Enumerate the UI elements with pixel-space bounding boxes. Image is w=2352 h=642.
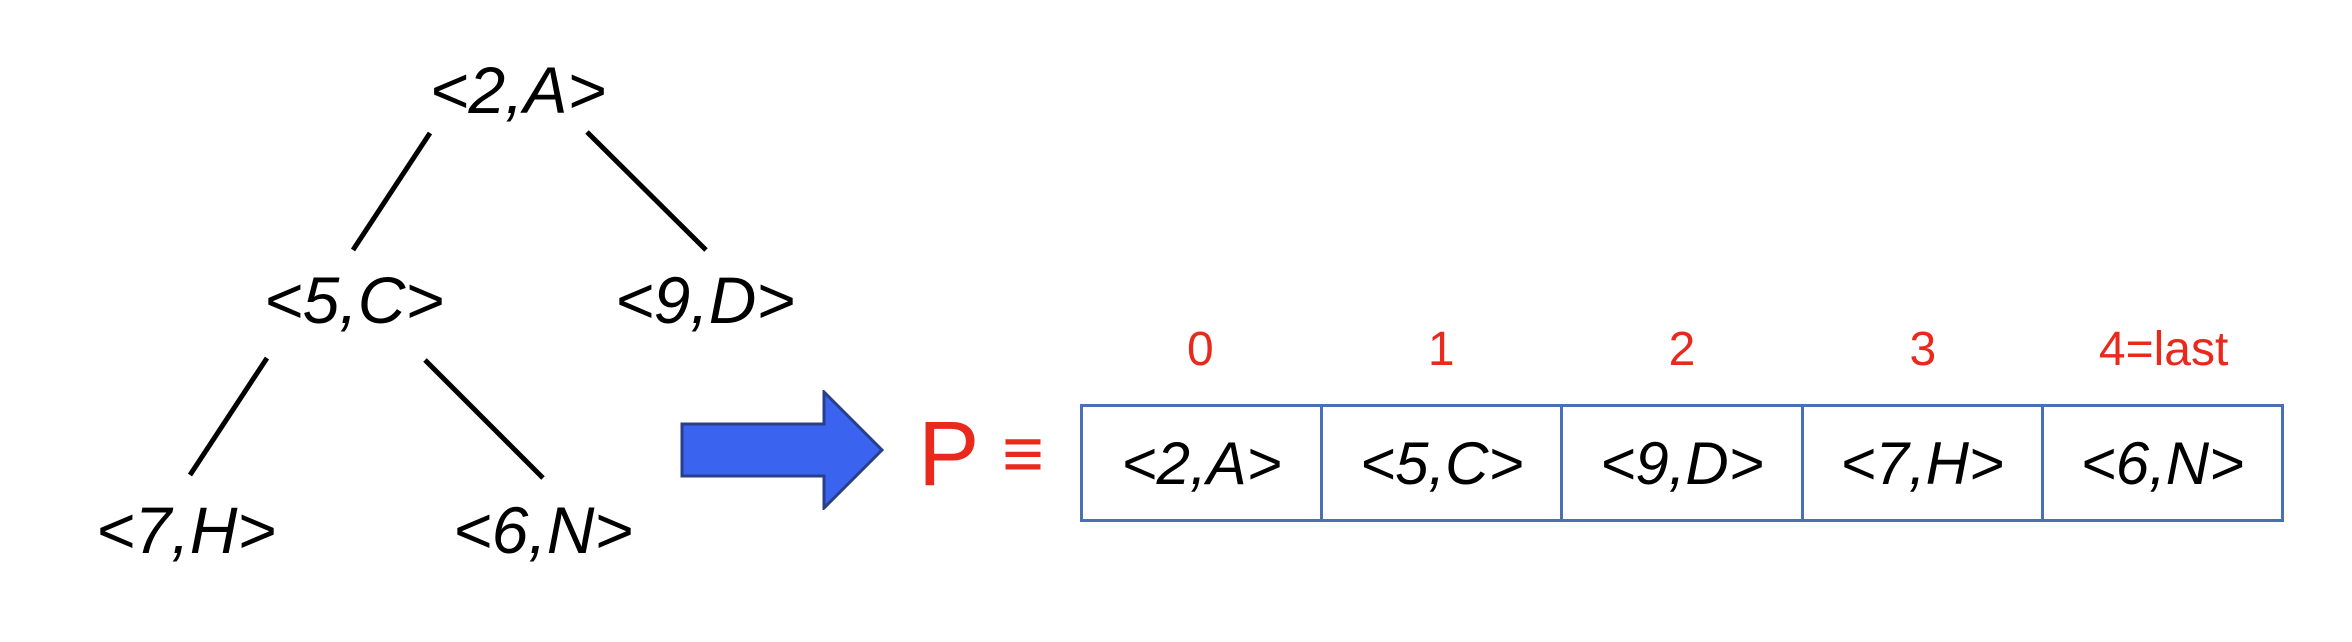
array-cell: <2,A> — [1083, 407, 1324, 519]
array-cell: <6,N> — [2080, 429, 2245, 497]
tree-node-left-right: <6,N> — [453, 493, 633, 567]
array-cell: <5,C> — [1323, 407, 1564, 519]
array-index: 0 — [1187, 323, 1214, 376]
array-box: <2,A> <5,C> <9,D> <7,H> <6,N> — [1080, 404, 2284, 522]
tree-node-left-left: <7,H> — [96, 493, 276, 567]
edge-root-right — [585, 130, 708, 252]
edge-left-leftright — [423, 358, 545, 480]
array-cell: <7,H> — [1804, 407, 2044, 519]
right-arrow-icon — [678, 388, 888, 512]
array-indices: 0 1 2 3 4=last — [1080, 320, 2284, 380]
tree-node-right: <9,D> — [615, 263, 795, 337]
array-name: P — [918, 403, 980, 505]
array-index: 2 — [1668, 323, 1696, 376]
array-index: 4=last — [2098, 323, 2229, 376]
edge-root-left — [350, 131, 433, 252]
array-index: 3 — [1909, 323, 1937, 376]
tree-node-root: <2,A> — [429, 53, 607, 127]
equivalence-symbol: ≡ — [1002, 414, 1045, 494]
tree-node-left: <5,C> — [264, 263, 444, 337]
edge-left-leftleft — [187, 356, 270, 477]
array-index: 1 — [1427, 323, 1455, 376]
array-cell: <9,D> — [1563, 407, 1804, 519]
